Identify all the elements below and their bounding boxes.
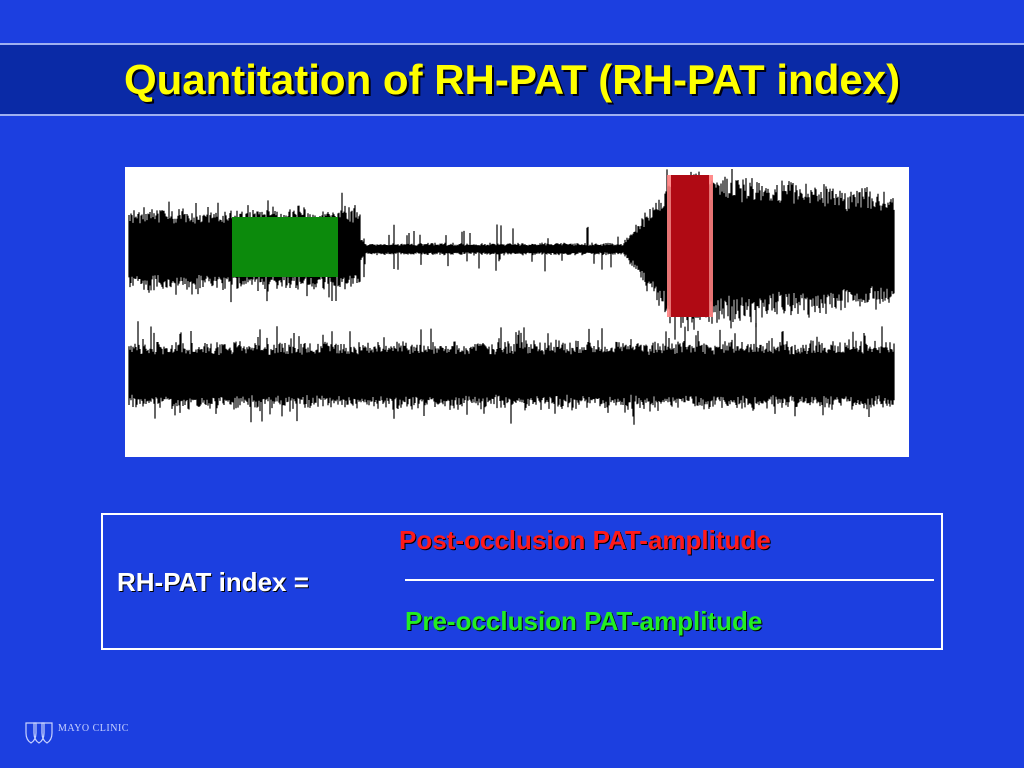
pre-occlusion-highlight [232, 217, 338, 277]
logo-text: MAYO CLINIC [58, 723, 129, 734]
fraction-bar [405, 579, 934, 581]
formula-numerator: Post-occlusion PAT-amplitude [399, 525, 771, 555]
control-arm-waveform [128, 321, 895, 425]
post-occlusion-highlight-core [671, 175, 709, 317]
pat-waveform-figure [125, 167, 909, 457]
mayo-clinic-logo: MAYO CLINIC [24, 720, 129, 748]
slide-title: Quantitation of RH-PAT (RH-PAT index) [123, 56, 901, 103]
title-band: Quantitation of RH-PAT (RH-PAT index) [0, 43, 1024, 116]
waveform-graphic [125, 167, 909, 457]
formula-denominator: Pre-occlusion PAT-amplitude [405, 606, 763, 636]
formula-box: RH-PAT index = Post-occlusion PAT-amplit… [101, 513, 943, 650]
wave-bottom-trace [128, 321, 895, 425]
mayo-shields-icon [25, 722, 53, 744]
formula-label: RH-PAT index = [117, 567, 309, 597]
